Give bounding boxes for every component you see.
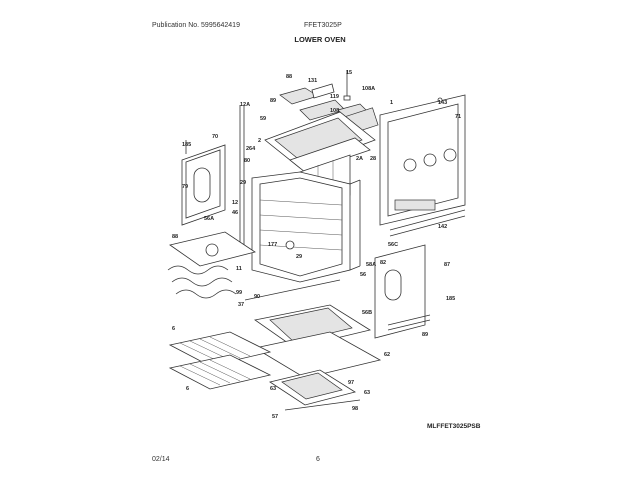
part-label: 79 [182,184,188,190]
part-label: 6 [172,326,175,332]
part-label: 58A [366,262,376,268]
part-label: 62 [384,352,390,358]
part-label: 12 [232,200,238,206]
part-label: 6 [186,386,189,392]
part-label: 185 [182,142,191,148]
part-label: 87 [444,262,450,268]
part-label: 143 [438,100,447,106]
part-label: 90 [254,294,260,300]
part-label: 11 [236,266,242,272]
part-label: 57 [272,414,278,420]
part-label: 264 [246,146,256,152]
part-label: 89 [270,98,276,104]
part-label: 15 [346,70,352,76]
part-label: 2 [258,138,261,144]
part-label: 59 [260,116,266,122]
part-label: 99 [236,290,242,296]
part-label: 29 [296,254,302,260]
oven-racks [168,331,272,390]
part-label: 2A [356,156,363,162]
part-label: 28 [370,156,376,162]
oven-cavity [251,171,361,283]
part-label: 56A [204,216,214,222]
part-label: 71 [455,114,461,120]
part-label: 88 [172,234,178,240]
part-label: 119 [330,94,339,100]
part-label: 97 [348,380,354,386]
part-label: 63 [364,390,370,396]
part-label: 80 [244,158,250,164]
rear-panel [379,94,466,237]
part-label: 108A [362,86,375,92]
publication-number: Publication No. 5995642419 [152,22,240,29]
diagram-code: MLFFET3025PSB [427,423,481,430]
page-number: 6 [316,456,320,463]
part-label: 63 [270,386,276,392]
part-label: 89 [422,332,428,338]
part-label: 56C [388,242,398,248]
part-label: 177 [268,242,277,248]
part-label: 46 [232,210,238,216]
bake-element [167,231,256,299]
footer-date: 02/14 [152,456,170,463]
right-side-panel [374,244,431,339]
part-label: 98 [352,406,358,412]
part-label: 88 [286,74,292,80]
part-label: 70 [212,134,218,140]
part-label: 1 [390,100,393,106]
section-title: LOWER OVEN [294,35,346,44]
left-side-panel [181,105,245,245]
part-labels: 15 88 131 108A 143 89 119 108 1 71 12A 5… [172,70,461,420]
part-label: 37 [238,302,244,308]
part-label: 131 [308,78,317,84]
part-label: 12A [240,102,250,108]
part-label: 185 [446,296,455,302]
part-label: 82 [380,260,386,266]
door-frame [244,279,382,411]
part-label: 29 [240,180,246,186]
part-label: 56B [362,310,372,316]
model-number: FFET3025P [304,22,342,29]
part-label: 108 [330,108,339,114]
part-label: 142 [438,224,447,230]
part-label: 56 [360,272,366,278]
